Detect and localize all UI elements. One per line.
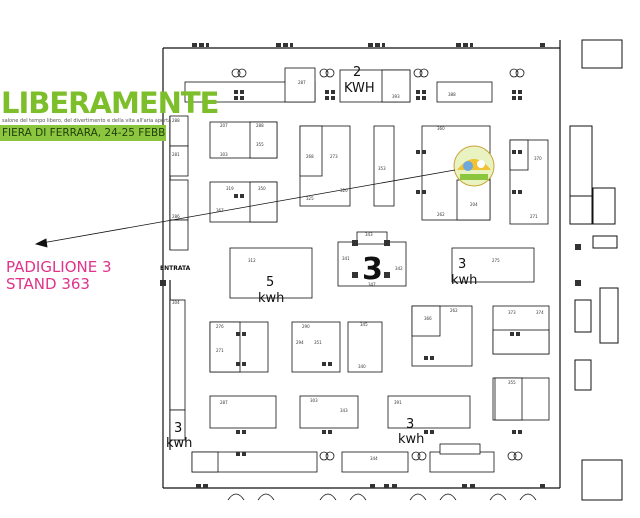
svg-text:367: 367 [216, 208, 224, 213]
kwh-label-left-number: 5 [266, 275, 274, 290]
svg-text:344: 344 [370, 456, 378, 461]
svg-text:373: 373 [508, 310, 516, 315]
svg-text:347: 347 [368, 282, 376, 287]
booths-bottom-row [191, 443, 495, 473]
kwh-label-top-unit: KWH [344, 81, 375, 96]
svg-text:312: 312 [248, 258, 256, 263]
logo-event-date: FIERA DI FERRARA, 24-25 FEBBRAIO [0, 125, 166, 141]
booths-upper-blocks [209, 121, 549, 225]
svg-text:355: 355 [508, 380, 516, 385]
kwh-label-left-unit: kwh [258, 291, 284, 306]
kwh-label-top-number: 2 [353, 65, 361, 80]
booths-middle-blocks [229, 231, 535, 299]
stand-label-number: STAND 363 [6, 275, 90, 293]
svg-text:351: 351 [314, 340, 322, 345]
svg-text:204: 204 [470, 202, 478, 207]
svg-text:343: 343 [365, 232, 373, 237]
svg-text:320: 320 [340, 188, 348, 193]
kwh-label-right-number: 3 [458, 257, 466, 272]
svg-text:319: 319 [226, 186, 234, 191]
svg-text:281: 281 [172, 152, 180, 157]
pointer-arrow [34, 169, 456, 248]
svg-text:350: 350 [258, 186, 266, 191]
hall-number: 3 [362, 252, 383, 287]
svg-text:353: 353 [378, 166, 386, 171]
svg-text:273: 273 [330, 154, 338, 159]
entrance-label: ENTRATA [160, 265, 191, 272]
kwh-label-bottom-center-number: 3 [406, 417, 414, 432]
event-logo: LIBERAMENTE salone del tempo libero, del… [0, 84, 219, 146]
svg-text:276: 276 [216, 324, 224, 329]
adjacent-hall [569, 39, 623, 501]
svg-text:366: 366 [424, 316, 432, 321]
kwh-label-bottom-center-unit: kwh [398, 432, 424, 447]
svg-text:271: 271 [530, 214, 538, 219]
bottom-doors [227, 493, 537, 501]
circle-markers [231, 68, 525, 461]
svg-text:288: 288 [256, 123, 264, 128]
svg-text:388: 388 [448, 92, 456, 97]
svg-text:345: 345 [360, 322, 368, 327]
kwh-label-right-unit: kwh [451, 273, 477, 288]
logo-title: LIBERAMENTE [1, 86, 219, 120]
svg-text:325: 325 [306, 196, 314, 201]
svg-text:355: 355 [256, 142, 264, 147]
kwh-label-bottom-left-unit: kwh [166, 436, 192, 451]
svg-text:370: 370 [534, 156, 542, 161]
svg-text:340: 340 [358, 364, 366, 369]
svg-text:275: 275 [492, 258, 500, 263]
booths-top-row [169, 67, 493, 251]
svg-text:287: 287 [298, 80, 306, 85]
svg-text:304: 304 [172, 300, 180, 305]
svg-text:262: 262 [437, 212, 445, 217]
svg-text:391: 391 [394, 400, 402, 405]
svg-text:341: 341 [342, 256, 350, 261]
logo-subtitle: salone del tempo libero, del divertiment… [2, 118, 172, 124]
svg-text:294: 294 [296, 340, 304, 345]
utility-symbols [160, 43, 581, 488]
stand-label-hall: PADIGLIONE 3 [6, 258, 112, 276]
svg-text:374: 374 [536, 310, 544, 315]
svg-text:343: 343 [340, 408, 348, 413]
booths-lower-blocks [169, 299, 550, 441]
stand-marker [453, 145, 495, 187]
svg-text:360: 360 [437, 126, 445, 131]
svg-text:286: 286 [172, 214, 180, 219]
svg-text:303: 303 [220, 152, 228, 157]
svg-text:271: 271 [216, 348, 224, 353]
kwh-label-bottom-left-number: 3 [174, 421, 182, 436]
svg-text:262: 262 [450, 308, 458, 313]
svg-text:342: 342 [395, 266, 403, 271]
svg-text:290: 290 [302, 324, 310, 329]
svg-text:268: 268 [306, 154, 314, 159]
svg-text:393: 393 [392, 94, 400, 99]
stand-label: PADIGLIONE 3 STAND 363 [6, 259, 112, 293]
stand-numbers: 207 288 303 355 319 350 367 268 273 325 … [172, 80, 544, 461]
svg-text:288: 288 [172, 118, 180, 123]
svg-text:287: 287 [220, 400, 228, 405]
svg-text:303: 303 [310, 398, 318, 403]
svg-text:207: 207 [220, 123, 228, 128]
